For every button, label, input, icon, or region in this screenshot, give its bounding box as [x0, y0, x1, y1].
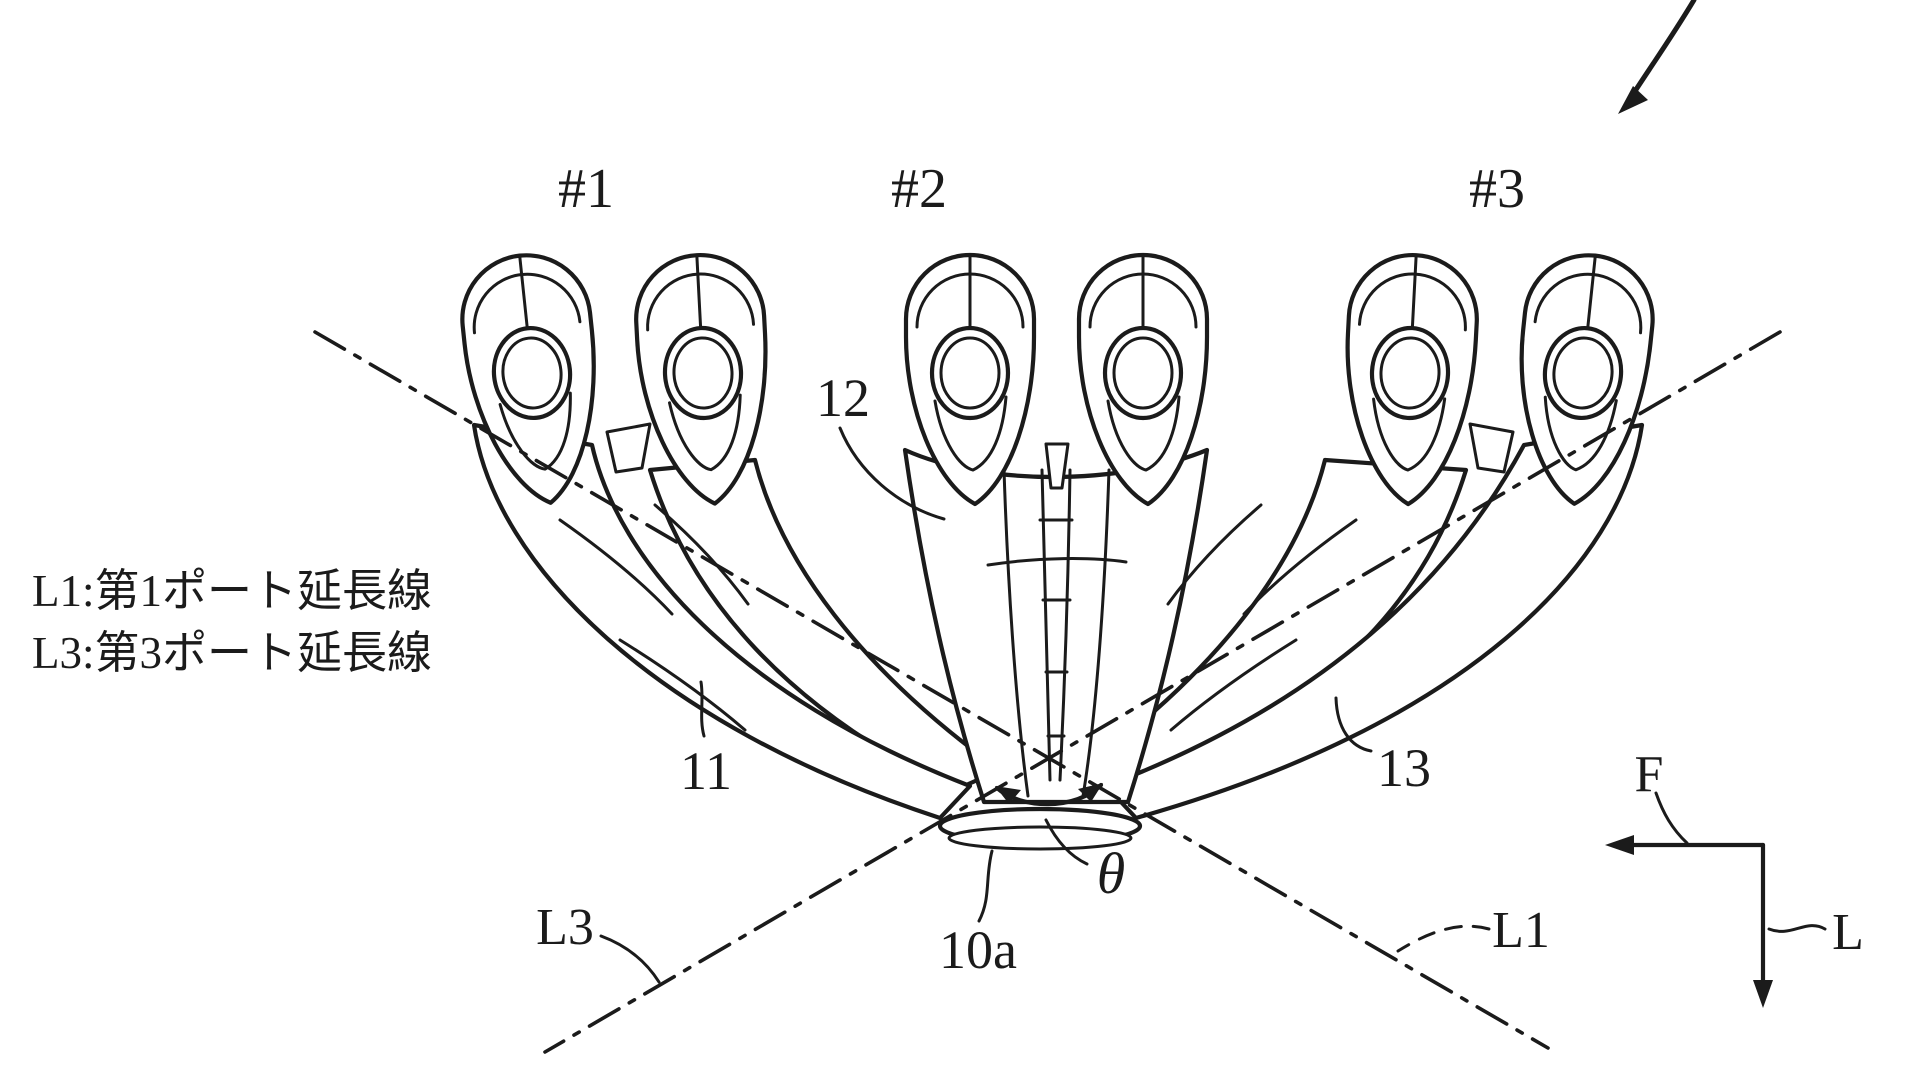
ref-11-label: 11 — [680, 741, 732, 801]
figure-pointer-arrow — [1618, 0, 1697, 114]
theta-arrowhead-right — [1078, 783, 1103, 802]
pointer-arrow-curve — [1625, 0, 1697, 105]
axis-front-leader — [1654, 791, 1689, 845]
center-line-L1 — [313, 330, 1550, 1050]
seam-line — [653, 503, 750, 606]
axis-front-arrowhead — [1605, 835, 1634, 855]
pointer-arrowhead — [1618, 86, 1648, 114]
axis-front-label: F — [1635, 746, 1664, 803]
center-line-L3 — [543, 330, 1782, 1054]
cylinder-2-label: #2 — [891, 158, 947, 220]
seam-line — [1002, 468, 1030, 798]
theta-arrowhead-left — [995, 786, 1021, 804]
theta-label: θ — [1097, 841, 1126, 906]
theta-leader — [1044, 818, 1089, 866]
leader-L1 — [1396, 924, 1491, 953]
leader-L3 — [599, 934, 661, 984]
ref-12-label: 12 — [816, 368, 870, 428]
leader-12 — [838, 426, 946, 521]
flange-web — [1044, 442, 1070, 490]
ref-13-label: 13 — [1377, 738, 1431, 798]
runner-port1-left — [471, 422, 973, 821]
leader-lines — [599, 426, 1491, 984]
extension-lines — [313, 330, 1782, 1054]
seam-line — [1169, 638, 1298, 732]
seam-line — [558, 518, 674, 616]
outlet-flange-inner — [947, 825, 1133, 851]
line-L1-label: L1 — [1492, 902, 1550, 959]
runner-port3-right — [1103, 422, 1645, 821]
ref-10a-label: 10a — [939, 920, 1017, 980]
manifold-runners — [471, 422, 1645, 821]
runner-seams-left — [558, 503, 750, 732]
flange-web — [1468, 422, 1515, 474]
seam-line — [1081, 468, 1111, 798]
seam-line — [1166, 503, 1263, 606]
axis-left-label: L — [1832, 904, 1864, 961]
axis-left-leader — [1767, 924, 1827, 933]
flange-web — [605, 422, 652, 474]
seam-line — [1242, 518, 1358, 616]
runner-seams-center — [986, 468, 1128, 798]
legend-line-l3: L3:第3ポート延長線 — [32, 628, 432, 678]
orientation-axes — [1605, 791, 1827, 1008]
leader-11 — [699, 680, 706, 738]
line-L3-label: L3 — [536, 899, 594, 956]
theta-angle — [994, 782, 1104, 866]
seam-line — [618, 638, 747, 732]
seam-line — [986, 557, 1128, 567]
legend-line-l1: L1:第1ポート延長線 — [32, 566, 432, 616]
cylinder-1-label: #1 — [558, 158, 614, 220]
leader-13 — [1334, 696, 1373, 753]
runner-seams-right — [1166, 503, 1358, 732]
cylinder-3-label: #3 — [1469, 158, 1525, 220]
leader-10a — [977, 849, 994, 923]
axis-left-arrowhead — [1753, 980, 1773, 1008]
collector-outlet — [937, 806, 1143, 851]
